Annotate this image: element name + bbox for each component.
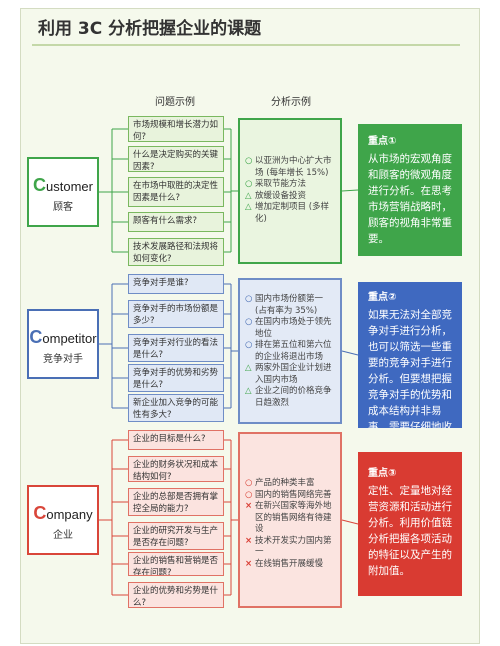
key-point-text: 如果无法对全部竞争对手进行分析，也可以筛选一些重要的竞争对手进行分析。但要想把握… (368, 309, 452, 428)
question-box: 技术发展路径和法规将如何变化? (128, 238, 224, 266)
key-point-text: 定性、定量地对经营资源和活动进行分析。利用价值链分析把握各项活动的特征以及产生的… (368, 485, 452, 577)
category-name-rest: ompany (46, 507, 93, 522)
key-point-competitor: 重点② 如果无法对全部竞争对手进行分析，也可以筛选一些重要的竞争对手进行分析。但要… (358, 282, 462, 428)
header-questions: 问题示例 (155, 97, 195, 108)
question-box: 企业的研究开发与生产是否存在问题? (128, 522, 224, 550)
question-box: 市场规模和增长潜力如何? (128, 116, 224, 142)
analysis-text: 两家外国企业计划进入国内市场 (255, 363, 332, 385)
circle-mark-icon: ○ (245, 317, 253, 327)
analysis-text: 以亚洲为中心扩大市场 (每年增长 15%) (255, 156, 332, 178)
question-box: 企业的总部是否拥有掌控全局的能力? (128, 488, 224, 516)
title-underline (32, 44, 460, 46)
key-point-title: 重点③ (368, 468, 397, 479)
cross-mark-icon: × (245, 558, 253, 569)
category-title: Customer (29, 175, 97, 196)
category-customer: Customer 顾客 (27, 157, 99, 227)
header-analysis: 分析示例 (271, 97, 311, 108)
analysis-item: ○产品的种类丰富 (245, 478, 335, 490)
analysis-item: ×在线销售开展缓慢 (245, 559, 335, 571)
analysis-item: ×在新兴国家等海外地区的销售网络有待建设 (245, 501, 335, 536)
analysis-box-company: ○产品的种类丰富○国内的销售网络完善×在新兴国家等海外地区的销售网络有待建设×技… (238, 432, 342, 608)
analysis-text: 企业之间的价格竞争日趋激烈 (255, 386, 332, 408)
triangle-mark-icon: △ (245, 202, 252, 212)
category-competitor: Competitor 竞争对手 (27, 309, 99, 379)
category-name-zh: 企业 (53, 530, 73, 541)
cross-mark-icon: × (245, 501, 253, 511)
analysis-item: ○以亚洲为中心扩大市场 (每年增长 15%) (245, 156, 335, 179)
question-box: 顾客有什么需求? (128, 212, 224, 232)
circle-mark-icon: ○ (245, 340, 253, 350)
analysis-text: 采取节能方法 (255, 179, 307, 189)
analysis-item: ×技术开发实力国内第一 (245, 536, 335, 559)
question-box: 什么是决定购买的关键因素? (128, 146, 224, 172)
triangle-mark-icon: △ (245, 386, 252, 396)
category-name-zh: 顾客 (53, 202, 73, 213)
cross-mark-icon: × (245, 535, 253, 546)
key-point-text: 从市场的宏观角度和顾客的微观角度进行分析。在思考市场营销战略时，顾客的视角非常重… (368, 153, 452, 245)
analysis-text: 在线销售开展缓慢 (255, 558, 324, 569)
circle-mark-icon: ○ (245, 294, 253, 304)
analysis-text: 增加定制项目 (多样化) (255, 202, 330, 224)
page-title: 利用 3C 分析把握企业的课题 (38, 19, 262, 39)
question-box: 在市场中取胜的决定性因素是什么? (128, 177, 224, 207)
key-point-title: 重点② (368, 292, 397, 303)
question-box: 企业的财务状况和成本结构如何? (128, 456, 224, 482)
connector-line (341, 519, 359, 525)
analysis-item: △放缓设备投资 (245, 191, 335, 203)
analysis-item: ○在国内市场处于领先地位 (245, 317, 335, 340)
key-point-company: 重点③ 定性、定量地对经营资源和活动进行分析。利用价值链分析把握各项活动的特征以及… (358, 452, 462, 596)
question-box: 竞争对手是谁? (128, 274, 224, 294)
category-name-zh: 竞争对手 (43, 354, 83, 365)
key-point-customer: 重点① 从市场的宏观角度和顾客的微观角度进行分析。在思考市场营销战略时，顾客的视角… (358, 124, 462, 256)
analysis-text: 国内的销售网络完善 (255, 489, 332, 500)
circle-mark-icon: ○ (245, 478, 253, 488)
key-point-title: 重点① (368, 136, 397, 147)
circle-mark-icon: ○ (245, 179, 253, 189)
analysis-box-competitor: ○国内市场份额第一 (占有率为 35%)○在国内市场处于领先地位○排在第五位和第… (238, 278, 342, 424)
category-initial: C (33, 503, 47, 523)
analysis-text: 在国内市场处于领先地位 (255, 317, 332, 339)
category-company: Company 企业 (27, 485, 99, 555)
analysis-item: △两家外国企业计划进入国内市场 (245, 363, 335, 386)
question-box: 企业的优势和劣势是什么? (128, 582, 224, 608)
category-name-rest: ustomer (46, 179, 93, 194)
analysis-item: △增加定制项目 (多样化) (245, 202, 335, 225)
question-box: 新企业加入竞争的可能性有多大? (128, 394, 224, 422)
analysis-text: 国内市场份额第一 (占有率为 35%) (255, 294, 324, 316)
question-box: 竞争对手的优势和劣势是什么? (128, 364, 224, 392)
analysis-box-customer: ○以亚洲为中心扩大市场 (每年增长 15%)○采取节能方法△放缓设备投资△增加定… (238, 118, 342, 264)
triangle-mark-icon: △ (245, 190, 252, 201)
analysis-text: 放缓设备投资 (255, 190, 307, 201)
circle-mark-icon: ○ (245, 489, 253, 500)
analysis-item: ○国内市场份额第一 (占有率为 35%) (245, 294, 335, 317)
category-title: Company (29, 503, 97, 524)
circle-mark-icon: ○ (245, 156, 253, 166)
analysis-text: 在新兴国家等海外地区的销售网络有待建设 (255, 501, 332, 534)
category-initial: C (33, 175, 47, 195)
connector-line (341, 350, 359, 356)
analysis-item: ○排在第五位和第六位的企业将退出市场 (245, 340, 335, 363)
analysis-item: ○国内的销售网络完善 (245, 490, 335, 502)
analysis-item: △企业之间的价格竞争日趋激烈 (245, 386, 335, 409)
analysis-text: 产品的种类丰富 (255, 478, 315, 488)
category-title: Competitor (29, 327, 97, 348)
question-box: 企业的销售和营销是否存在问题? (128, 552, 224, 576)
analysis-text: 排在第五位和第六位的企业将退出市场 (255, 340, 332, 362)
category-name-rest: ompetitor (42, 331, 97, 346)
analysis-text: 技术开发实力国内第一 (255, 535, 332, 558)
category-initial: C (29, 327, 43, 347)
connector-line (341, 189, 359, 192)
question-box: 竞争对手的市场份额是多少? (128, 300, 224, 328)
question-box: 企业的目标是什么? (128, 430, 224, 450)
triangle-mark-icon: △ (245, 363, 252, 373)
analysis-item: ○采取节能方法 (245, 179, 335, 191)
question-box: 竞争对手对行业的看法是什么? (128, 334, 224, 362)
